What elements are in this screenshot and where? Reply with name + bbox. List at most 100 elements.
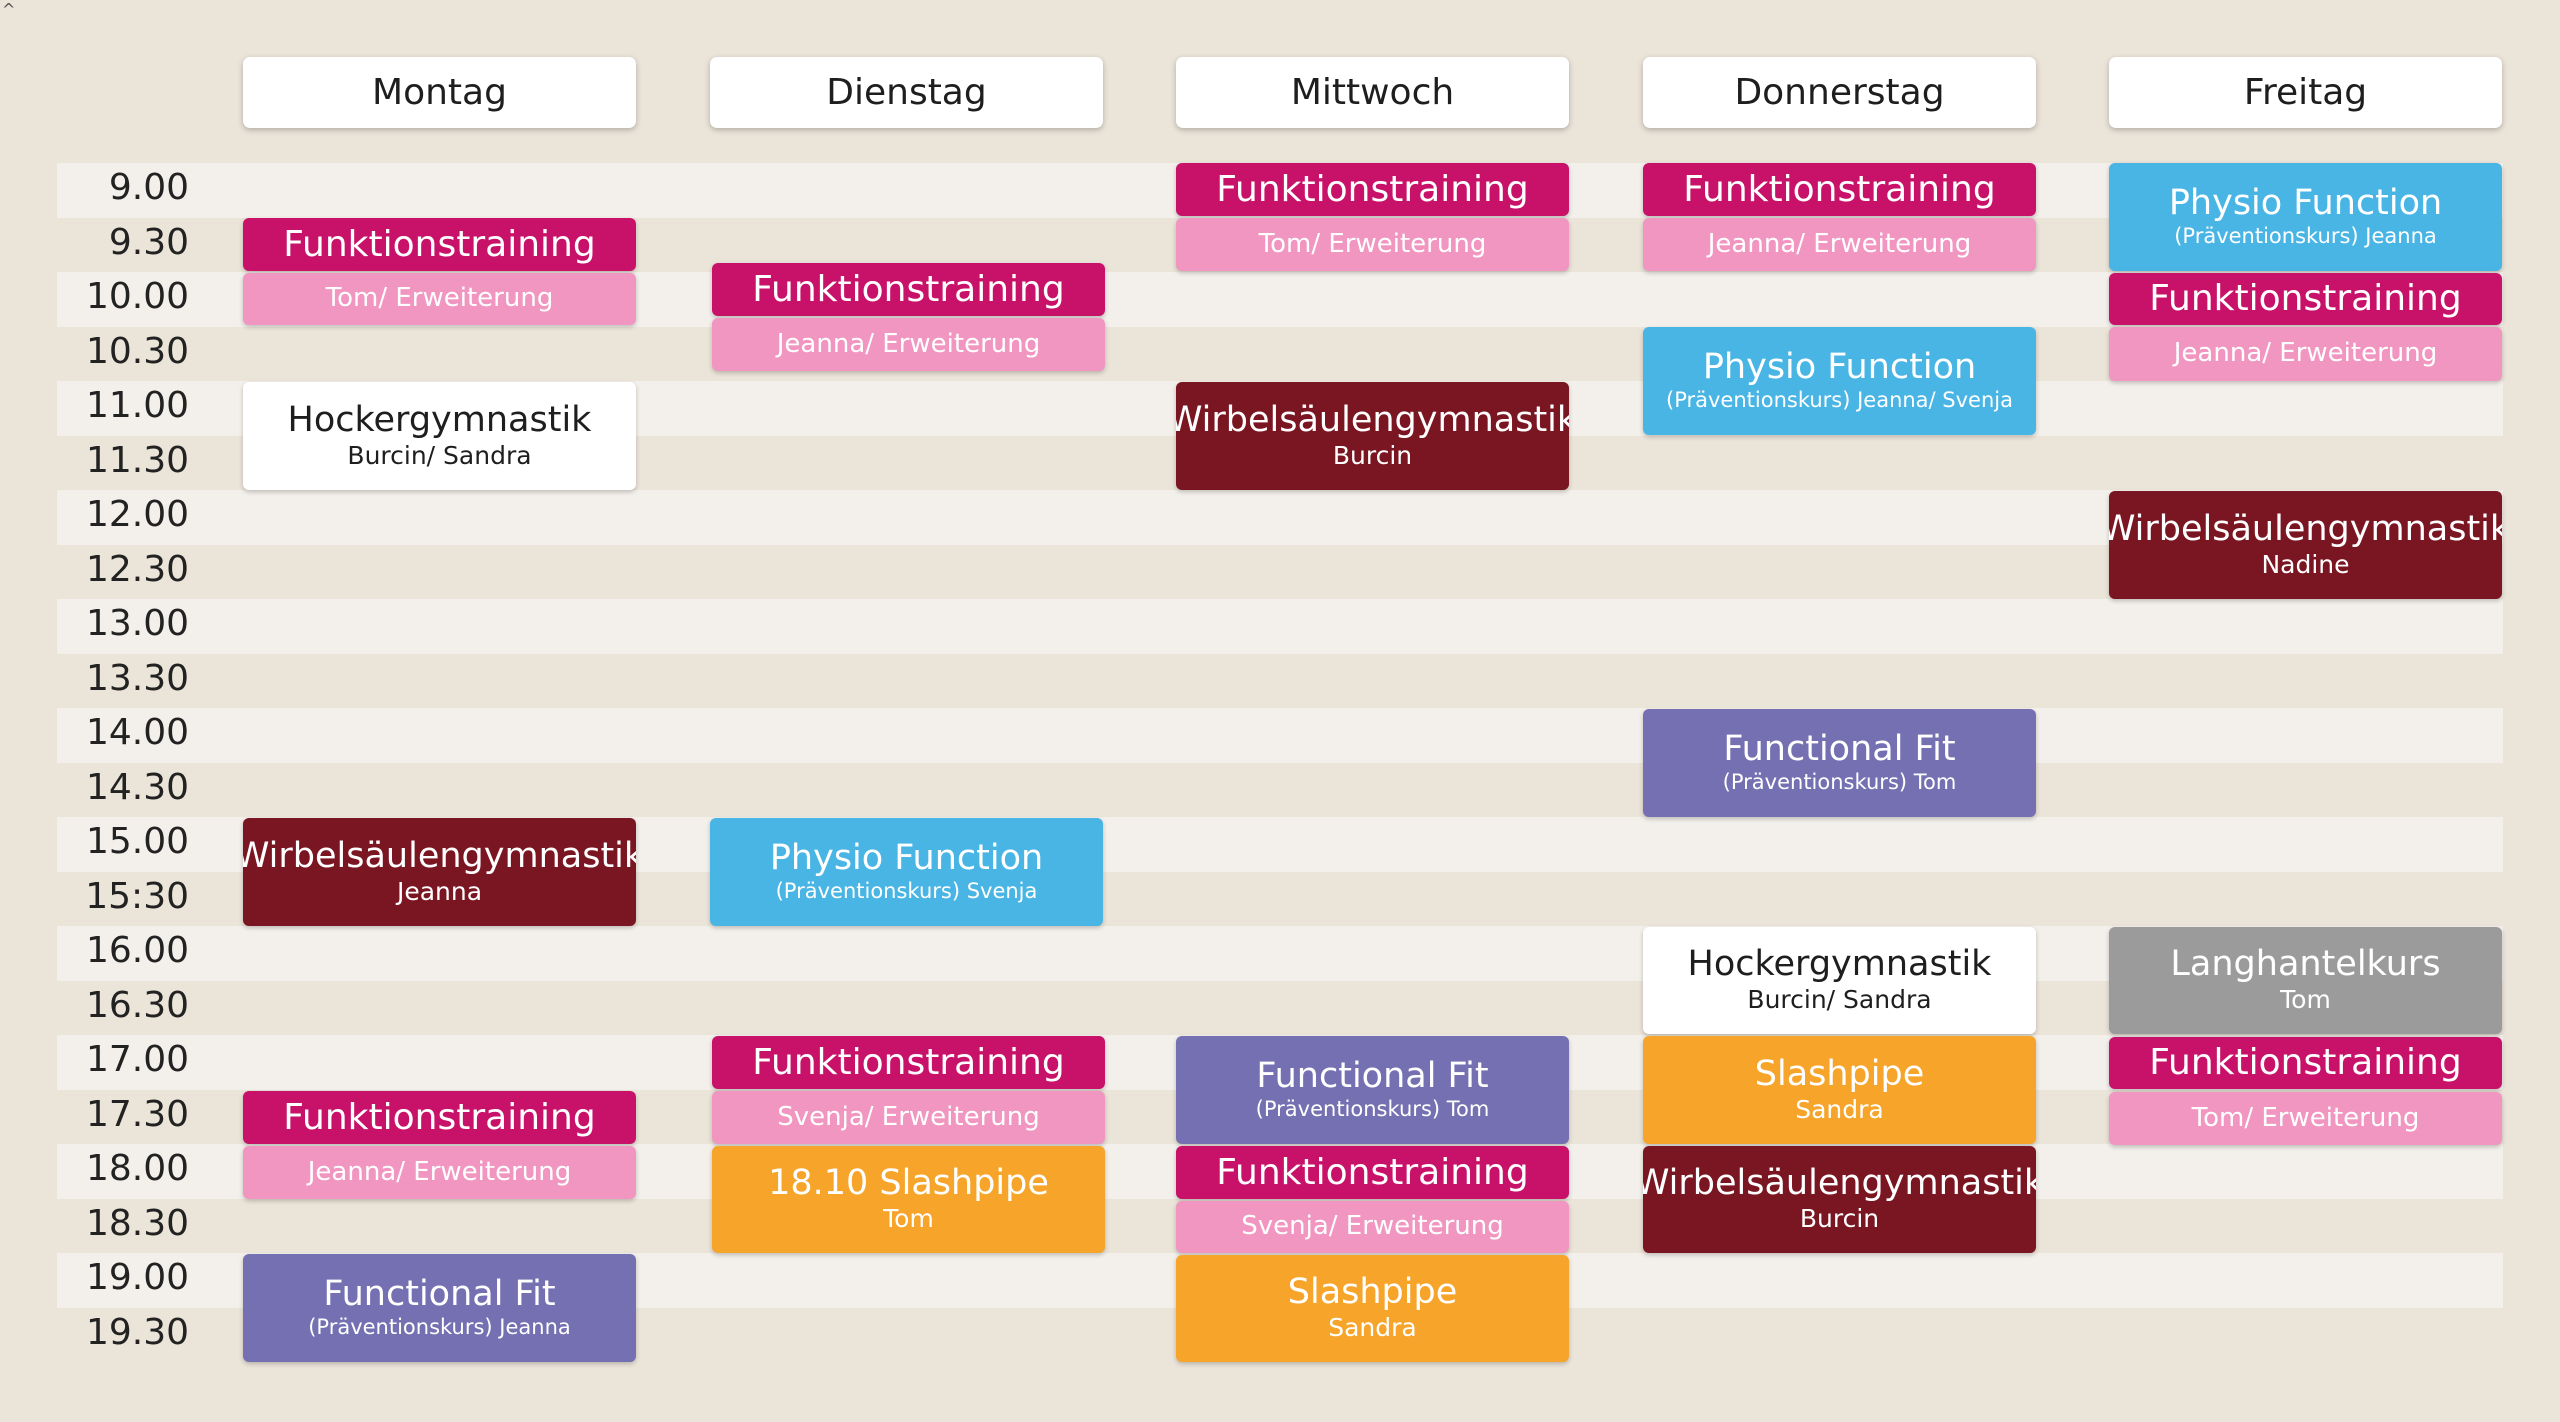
course-card[interactable]: Funktionstraining bbox=[2109, 1037, 2502, 1089]
course-trainer: Jeanna/ Erweiterung bbox=[776, 328, 1041, 359]
course-title: Hockergymnastik bbox=[287, 399, 592, 440]
course-card[interactable]: Funktionstraining bbox=[2109, 273, 2502, 325]
course-card[interactable]: Funktionstraining bbox=[243, 1091, 636, 1144]
day-header-donnerstag: Donnerstag bbox=[1643, 57, 2036, 128]
row-band bbox=[57, 599, 2503, 654]
course-title: Funktionstraining bbox=[1216, 168, 1529, 210]
day-header-montag: Montag bbox=[243, 57, 636, 128]
row-band bbox=[57, 926, 2503, 981]
course-title: Funktionstraining bbox=[1216, 1151, 1529, 1193]
course-card[interactable]: Wirbelsäulengymnastik Jeanna bbox=[243, 818, 636, 926]
course-trainer: Tom/ Erweiterung bbox=[1258, 228, 1487, 259]
course-trainer: Nadine bbox=[2261, 549, 2350, 579]
time-label: 19.00 bbox=[85, 1257, 189, 1298]
course-card[interactable]: Svenja/ Erweiterung bbox=[1176, 1201, 1569, 1253]
course-trainer: Burcin bbox=[1332, 440, 1413, 470]
course-card[interactable]: Jeanna/ Erweiterung bbox=[243, 1146, 636, 1199]
course-title: Physio Function bbox=[1702, 347, 1977, 388]
course-card[interactable]: Functional Fit (Präventionskurs) Tom bbox=[1176, 1036, 1569, 1144]
time-label: 18.30 bbox=[85, 1203, 189, 1244]
course-title: Funktionstraining bbox=[752, 268, 1065, 310]
course-trainer: Jeanna bbox=[396, 876, 483, 906]
time-label: 13.00 bbox=[85, 603, 189, 644]
time-label: 10.00 bbox=[85, 276, 189, 317]
course-title: Wirbelsäulengymnastik bbox=[2109, 508, 2502, 549]
course-title: Funktionstraining bbox=[2149, 1042, 2462, 1084]
course-card[interactable]: Physio Function (Präventionskurs) Svenja bbox=[710, 818, 1103, 926]
course-card[interactable]: Funktionstraining bbox=[712, 1036, 1105, 1089]
time-label: 11.30 bbox=[85, 440, 189, 481]
course-card[interactable]: Wirbelsäulengymnastik Nadine bbox=[2109, 491, 2502, 599]
course-card[interactable]: Wirbelsäulengymnastik Burcin bbox=[1643, 1146, 2036, 1253]
day-header-dienstag: Dienstag bbox=[710, 57, 1103, 128]
time-label: 15:30 bbox=[85, 876, 189, 917]
day-header-freitag: Freitag bbox=[2109, 57, 2502, 128]
course-title: Physio Function bbox=[769, 838, 1044, 879]
time-label: 17.00 bbox=[85, 1039, 189, 1080]
course-title: Physio Function bbox=[2168, 183, 2443, 224]
course-card[interactable]: Functional Fit (Präventionskurs) Jeanna bbox=[243, 1254, 636, 1362]
time-label: 10.30 bbox=[85, 331, 189, 372]
course-card[interactable]: Physio Function (Präventionskurs) Jeanna bbox=[2109, 163, 2502, 271]
course-card[interactable]: Funktionstraining bbox=[712, 263, 1105, 316]
course-trainer: Jeanna/ Erweiterung bbox=[307, 1156, 572, 1187]
course-card[interactable]: Tom/ Erweiterung bbox=[243, 273, 636, 325]
course-card[interactable]: Slashpipe Sandra bbox=[1643, 1036, 2036, 1144]
course-trainer: Burcin/ Sandra bbox=[347, 440, 532, 470]
course-card[interactable]: Wirbelsäulengymnastik Burcin bbox=[1176, 382, 1569, 490]
time-label: 15.00 bbox=[85, 821, 189, 862]
corner-caret: ^ bbox=[2, 0, 16, 19]
course-card[interactable]: Svenja/ Erweiterung bbox=[712, 1091, 1105, 1144]
course-card[interactable]: Functional Fit (Präventionskurs) Tom bbox=[1643, 709, 2036, 817]
time-label: 13.30 bbox=[85, 658, 189, 699]
time-label: 9.00 bbox=[108, 167, 189, 208]
course-card[interactable]: Tom/ Erweiterung bbox=[1176, 218, 1569, 271]
course-title: Funktionstraining bbox=[1683, 168, 1996, 210]
course-trainer: Svenja/ Erweiterung bbox=[1241, 1211, 1504, 1242]
course-card[interactable]: Langhantelkurs Tom bbox=[2109, 927, 2502, 1034]
course-trainer: Tom bbox=[883, 1204, 934, 1234]
course-trainer: Jeanna/ Erweiterung bbox=[1707, 228, 1972, 259]
course-card[interactable]: Jeanna/ Erweiterung bbox=[1643, 218, 2036, 271]
course-trainer: (Präventionskurs) Svenja bbox=[775, 879, 1038, 904]
course-card[interactable]: Hockergymnastik Burcin/ Sandra bbox=[1643, 927, 2036, 1034]
row-band bbox=[57, 490, 2503, 545]
course-trainer: Jeanna/ Erweiterung bbox=[2173, 338, 2438, 369]
time-label: 12.30 bbox=[85, 549, 189, 590]
course-title: Wirbelsäulengymnastik bbox=[243, 835, 636, 876]
course-card[interactable]: Jeanna/ Erweiterung bbox=[2109, 327, 2502, 381]
course-title: Slashpipe bbox=[1754, 1053, 1925, 1094]
course-trainer: Tom/ Erweiterung bbox=[325, 283, 554, 314]
course-trainer: Sandra bbox=[1795, 1094, 1884, 1124]
time-label: 17.30 bbox=[85, 1094, 189, 1135]
course-card[interactable]: Hockergymnastik Burcin/ Sandra bbox=[243, 382, 636, 490]
course-trainer: (Präventionskurs) Jeanna bbox=[2174, 224, 2437, 249]
course-title: Hockergymnastik bbox=[1687, 944, 1992, 985]
course-card[interactable]: Jeanna/ Erweiterung bbox=[712, 318, 1105, 371]
course-trainer: Burcin/ Sandra bbox=[1747, 985, 1932, 1015]
course-card[interactable]: Funktionstraining bbox=[1176, 163, 1569, 216]
course-card[interactable]: Funktionstraining bbox=[243, 218, 636, 271]
time-label: 14.30 bbox=[85, 767, 189, 808]
time-label: 16.30 bbox=[85, 985, 189, 1026]
course-card[interactable]: Funktionstraining bbox=[1176, 1146, 1569, 1199]
course-title: Functional Fit bbox=[1723, 729, 1956, 770]
course-card[interactable]: Slashpipe Sandra bbox=[1176, 1255, 1569, 1362]
course-card[interactable]: Tom/ Erweiterung bbox=[2109, 1092, 2502, 1145]
course-trainer: Tom bbox=[2280, 985, 2331, 1015]
course-card[interactable]: Funktionstraining bbox=[1643, 163, 2036, 216]
course-title: Functional Fit bbox=[323, 1274, 556, 1315]
course-title: Funktionstraining bbox=[2149, 278, 2462, 320]
course-title: Wirbelsäulengymnastik bbox=[1176, 399, 1569, 440]
time-label: 12.00 bbox=[85, 494, 189, 535]
course-trainer: (Präventionskurs) Jeanna bbox=[308, 1315, 571, 1340]
course-trainer: Sandra bbox=[1328, 1313, 1417, 1343]
course-title: Funktionstraining bbox=[752, 1041, 1065, 1083]
time-label: 18.00 bbox=[85, 1148, 189, 1189]
course-title: Slashpipe bbox=[1287, 1272, 1458, 1313]
course-title: 18.10 Slashpipe bbox=[768, 1163, 1049, 1204]
course-card[interactable]: 18.10 Slashpipe Tom bbox=[712, 1146, 1105, 1253]
course-trainer: Burcin bbox=[1799, 1204, 1880, 1234]
course-card[interactable]: Physio Function (Präventionskurs) Jeanna… bbox=[1643, 327, 2036, 435]
course-title: Langhantelkurs bbox=[2170, 944, 2441, 985]
